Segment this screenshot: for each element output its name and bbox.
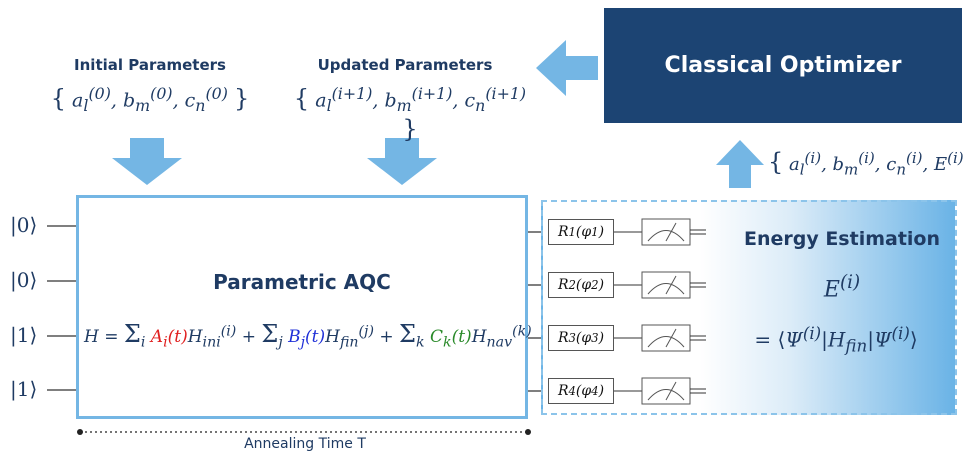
energy-expression: = ⟨Ψ(i)|Hfin|Ψ(i)⟩ — [754, 324, 918, 356]
parametric-aqc-title: Parametric AQC — [213, 270, 391, 294]
hamiltonian-formula: H = Σi Ai(t)Hini(i) + Σj Bj(t)Hfin(j) + … — [84, 320, 532, 351]
down-arrow-initial-icon — [112, 138, 182, 185]
qubit-ket-1: |0⟩ — [10, 213, 38, 237]
parametric-aqc-box — [76, 195, 528, 419]
updated-parameters-math: { al(i+1), bm(i+1), cn(i+1) } — [293, 84, 527, 144]
down-arrow-updated-icon — [367, 138, 437, 185]
measurement-meter-icon — [614, 324, 706, 352]
measurement-layer — [614, 218, 706, 405]
qubit-ket-4: |1⟩ — [10, 377, 38, 401]
initial-parameters-title: Initial Parameters — [74, 56, 226, 74]
measurement-meter-icon — [614, 218, 706, 246]
classical-optimizer-label: Classical Optimizer — [664, 53, 902, 78]
up-arrow-feedback-icon — [716, 140, 764, 188]
feedback-parameters-math: { al(i), bm(i), cn(i), E(i) } — [768, 148, 964, 179]
left-arrow-icon — [536, 40, 598, 96]
energy-estimation-title: Energy Estimation — [743, 228, 941, 250]
energy-symbol: E(i) — [823, 272, 861, 303]
initial-parameters-math: { al(0), bm(0), cn(0) } — [50, 84, 250, 116]
updated-parameters-title: Updated Parameters — [317, 56, 493, 74]
qubit-ket-2: |0⟩ — [10, 268, 38, 292]
qubit-ket-3: |1⟩ — [10, 323, 38, 347]
classical-optimizer-box: Classical Optimizer — [604, 8, 962, 123]
annealing-time-label: Annealing Time T — [244, 436, 366, 452]
measurement-meter-icon — [614, 271, 706, 299]
measurement-meter-icon — [614, 377, 706, 405]
